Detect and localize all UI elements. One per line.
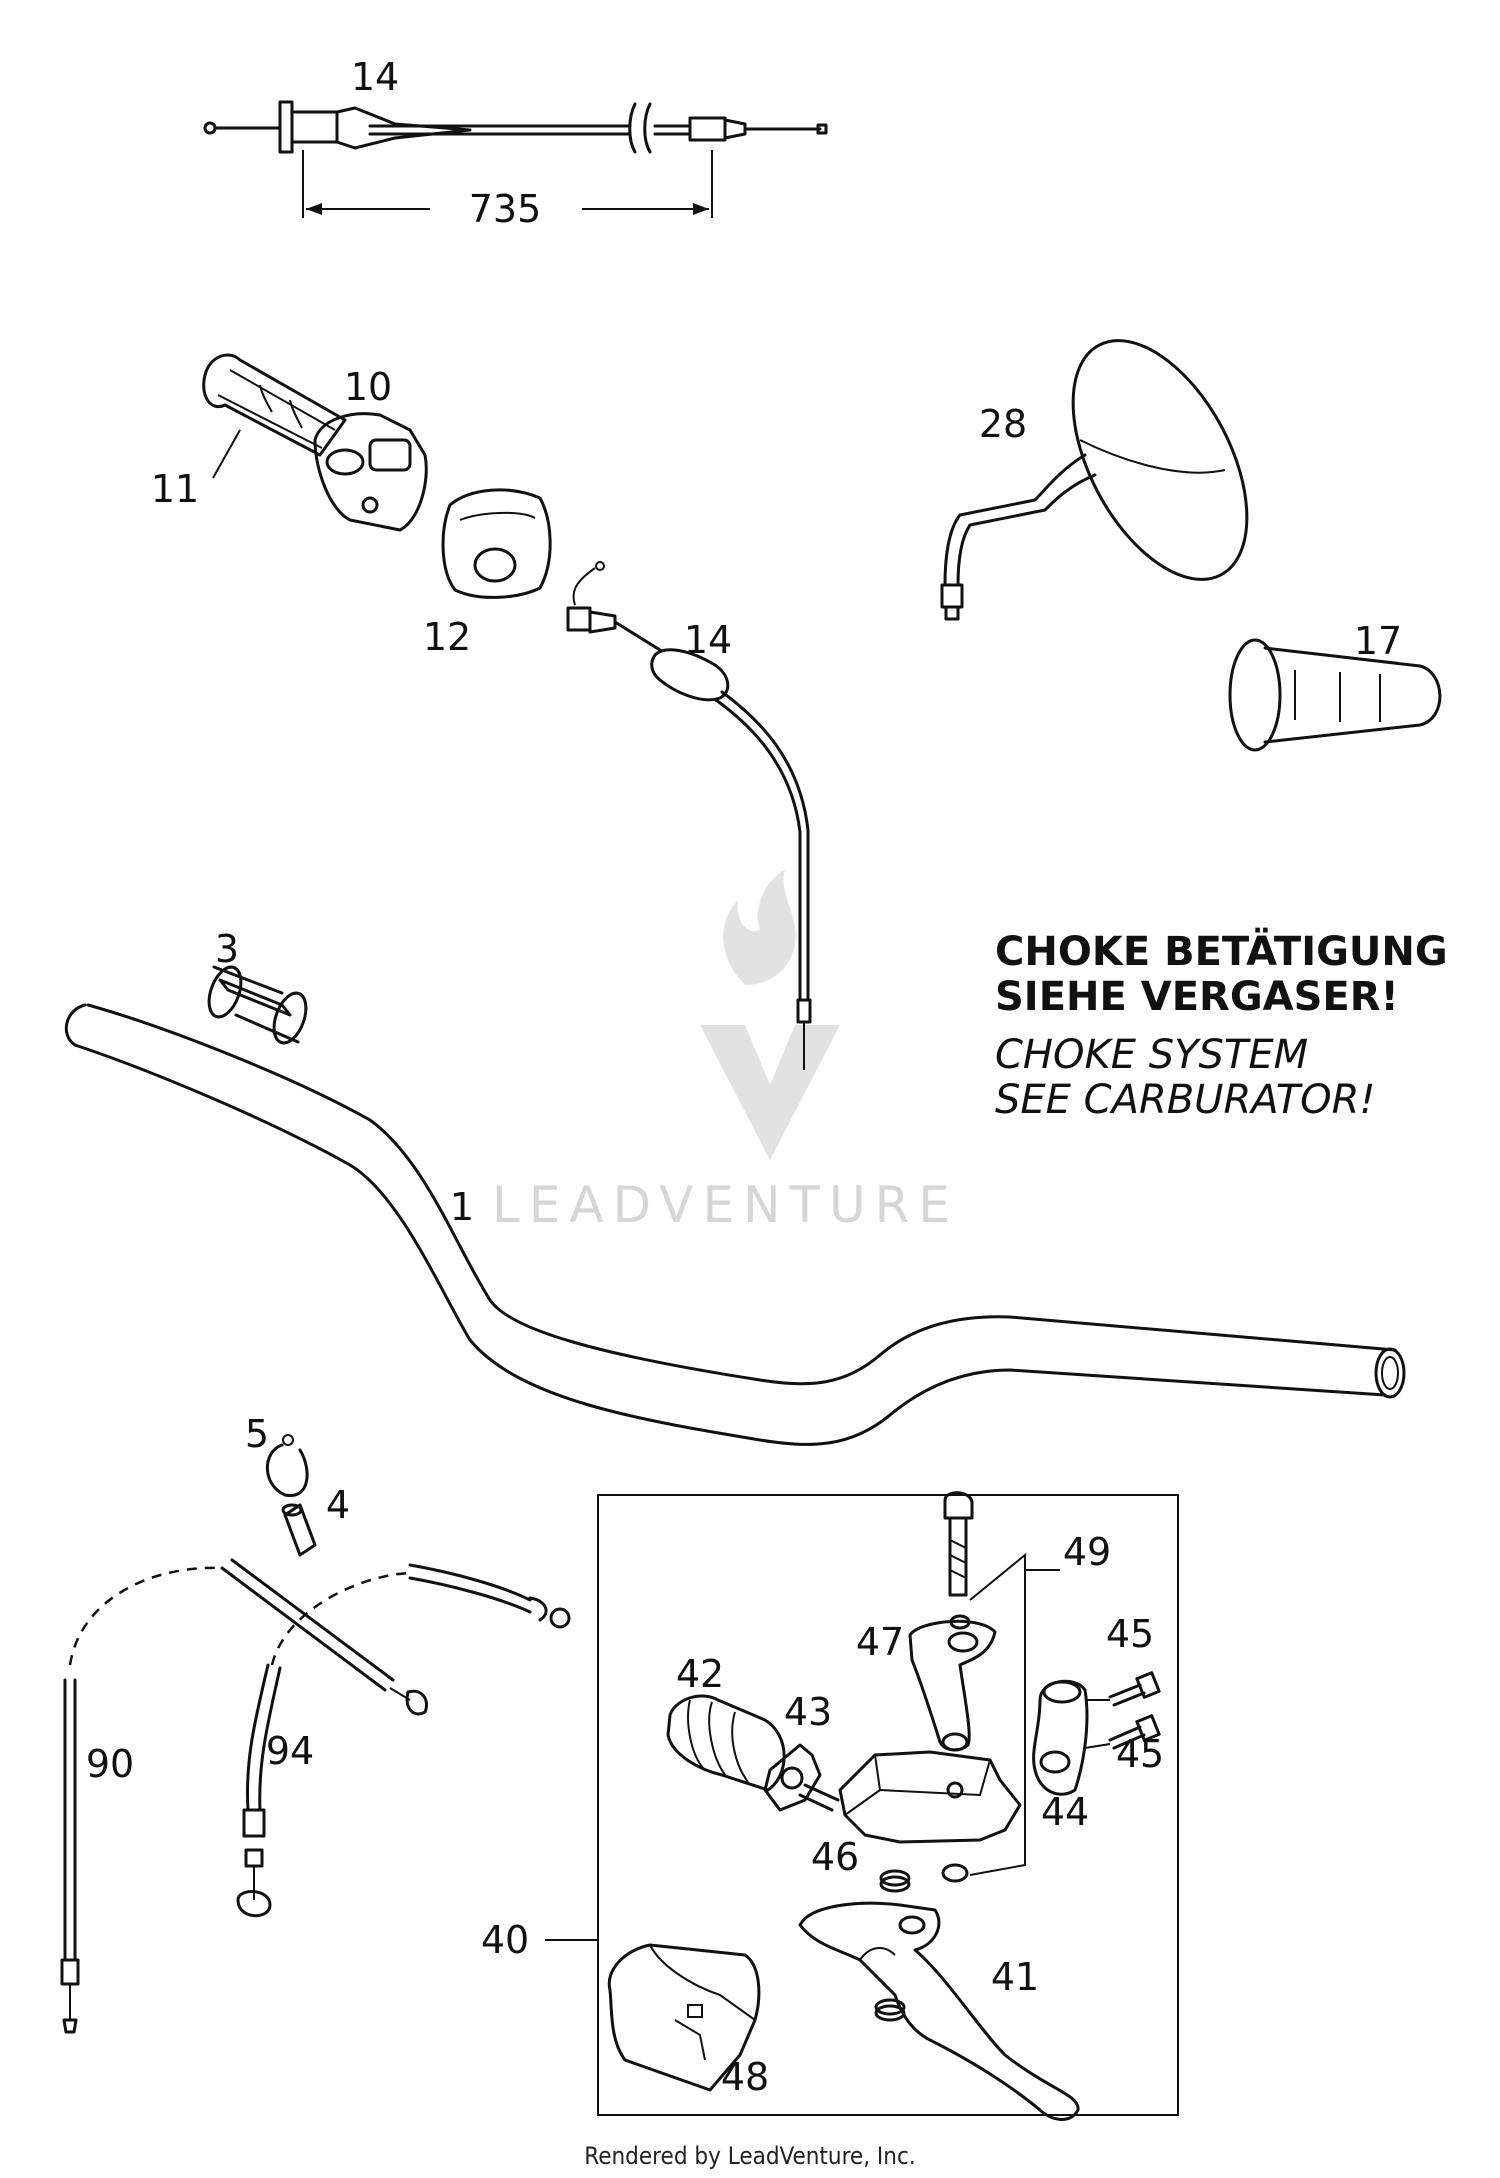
washer-upper[interactable] [879, 1869, 911, 1887]
pivot-bolt[interactable] [943, 1491, 974, 1597]
clamp-screw-upper[interactable] [1108, 1671, 1161, 1707]
clamp-screw-lower[interactable] [1108, 1714, 1161, 1750]
leader-11 [212, 429, 241, 479]
throttle-cable-mid[interactable] [566, 561, 812, 1070]
mirror[interactable] [940, 312, 1283, 621]
callout-48: 48 [721, 2055, 769, 2099]
callout-42: 42 [676, 1652, 724, 1696]
handlebar[interactable] [64, 1003, 1406, 1446]
leader-45b [1084, 1743, 1111, 1749]
callout-49: 49 [1063, 1530, 1111, 1574]
callout-45-b: 45 [1116, 1732, 1164, 1776]
lock-nut[interactable] [941, 1863, 969, 1883]
dimension-label: 735 [469, 187, 542, 231]
lever-body[interactable] [838, 1750, 1022, 1844]
rubber-boot[interactable] [666, 1694, 786, 1792]
cable-94[interactable] [236, 1563, 571, 1918]
clutch-cable-90[interactable] [60, 1558, 428, 2034]
hand-lever[interactable] [798, 1901, 1080, 2121]
throttle-grip[interactable] [202, 353, 428, 532]
left-grip[interactable] [1228, 638, 1442, 752]
callout-14-top: 14 [351, 55, 399, 99]
lever-clamp[interactable] [1032, 1679, 1089, 1796]
callout-1: 1 [450, 1185, 474, 1229]
callout-5: 5 [245, 1412, 269, 1456]
hose-clamp[interactable] [265, 1434, 309, 1497]
watermark-text: LEADVENTURE [492, 1176, 959, 1234]
callout-10: 10 [344, 365, 392, 409]
washer-upper-edge [879, 1875, 911, 1893]
callout-41: 41 [991, 1955, 1039, 1999]
callout-40: 40 [481, 1918, 529, 1962]
adjuster-arm[interactable] [908, 1619, 997, 1752]
callout-28: 28 [979, 402, 1027, 446]
sleeve[interactable] [281, 1503, 317, 1557]
callout-94: 94 [266, 1729, 314, 1773]
callout-47: 47 [856, 1620, 904, 1664]
callout-12: 12 [423, 615, 471, 659]
watermark-logo-icon [700, 870, 840, 1160]
note-line-3: CHOKE SYSTEM [995, 1032, 1308, 1078]
callout-3: 3 [215, 927, 239, 971]
dimension-line [302, 150, 713, 218]
note-line-1: CHOKE BETÄTIGUNG [995, 927, 1448, 975]
lever-assembly-box [597, 1494, 1179, 2116]
handlebar-bush[interactable] [203, 963, 312, 1047]
lever-cover[interactable] [607, 1943, 761, 2092]
callout-4: 4 [326, 1483, 350, 1527]
note-line-2: SIEHE VERGASER! [995, 974, 1399, 1020]
callout-46: 46 [811, 1835, 859, 1879]
throttle-cable-top[interactable] [203, 100, 828, 154]
washer-lower-edge [874, 2004, 906, 2022]
callout-17: 17 [1354, 619, 1402, 663]
callout-90: 90 [86, 1742, 134, 1786]
callout-11: 11 [151, 467, 199, 511]
washer-lower[interactable] [874, 1998, 906, 2016]
callout-45-a: 45 [1106, 1612, 1154, 1656]
note-line-4: SEE CARBURATOR! [995, 1077, 1375, 1123]
callout-43: 43 [784, 1690, 832, 1734]
assembly-bracket-line [969, 1552, 1026, 1876]
throttle-cover[interactable] [441, 488, 552, 599]
callout-14-mid: 14 [684, 618, 732, 662]
footer-credit: Rendered by LeadVenture, Inc. [584, 2142, 915, 2170]
callout-44: 44 [1041, 1790, 1089, 1834]
adjuster-knob[interactable] [763, 1743, 840, 1812]
